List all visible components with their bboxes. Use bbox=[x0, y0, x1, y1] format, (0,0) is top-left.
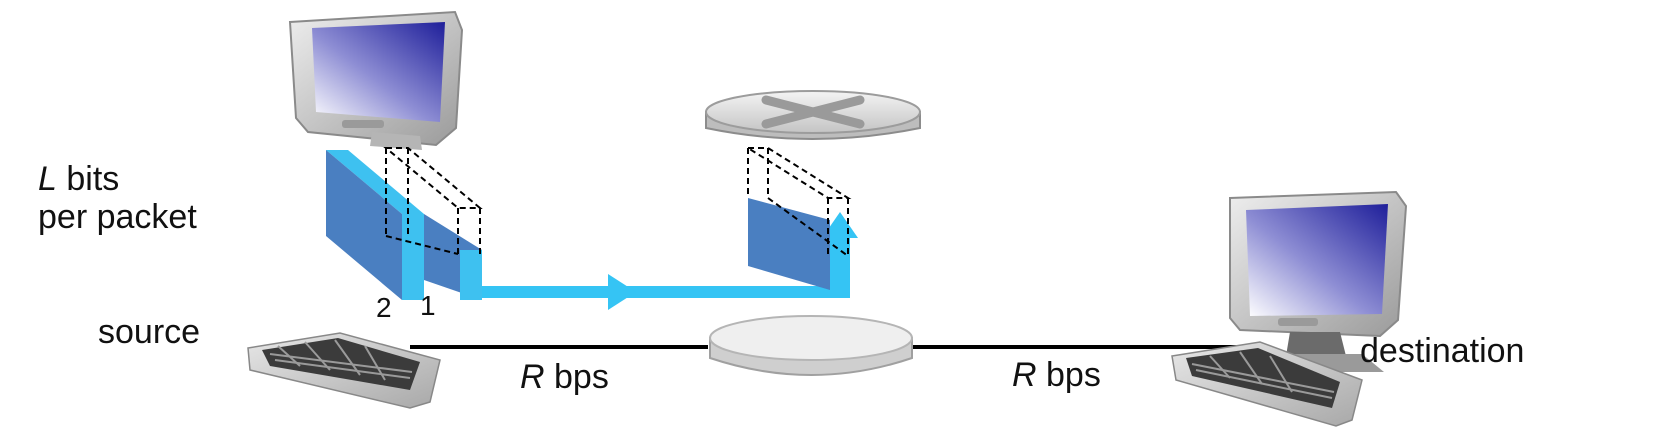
source-label: source bbox=[98, 313, 201, 351]
router-icon bbox=[705, 90, 921, 140]
packet-1-label: 1 bbox=[420, 290, 436, 321]
keyboard-icon bbox=[1171, 341, 1363, 427]
link1-rate-var: R bbox=[520, 358, 545, 396]
link2-rate-var: R bbox=[1012, 356, 1037, 394]
link2-rate-label: R bps bbox=[1012, 358, 1101, 392]
keyboard-icon bbox=[247, 332, 441, 409]
switch-icon bbox=[709, 315, 913, 376]
link1-rate-unit: bps bbox=[554, 358, 609, 396]
packet-size-label: L bits bbox=[38, 162, 119, 196]
packet-size-line2: per packet bbox=[38, 198, 197, 236]
link2-rate-unit: bps bbox=[1046, 356, 1101, 394]
link1-rate-label: R bps bbox=[520, 360, 609, 394]
packet-1-router bbox=[744, 147, 852, 290]
packet-size-unit: bits bbox=[66, 160, 120, 198]
destination-label: destination bbox=[1360, 332, 1525, 370]
monitor-icon bbox=[288, 10, 464, 150]
packet-2-label: 2 bbox=[376, 292, 392, 323]
packet-2 bbox=[326, 150, 424, 300]
packet-size-var: L bbox=[38, 160, 57, 198]
packet-1-source bbox=[383, 147, 483, 300]
